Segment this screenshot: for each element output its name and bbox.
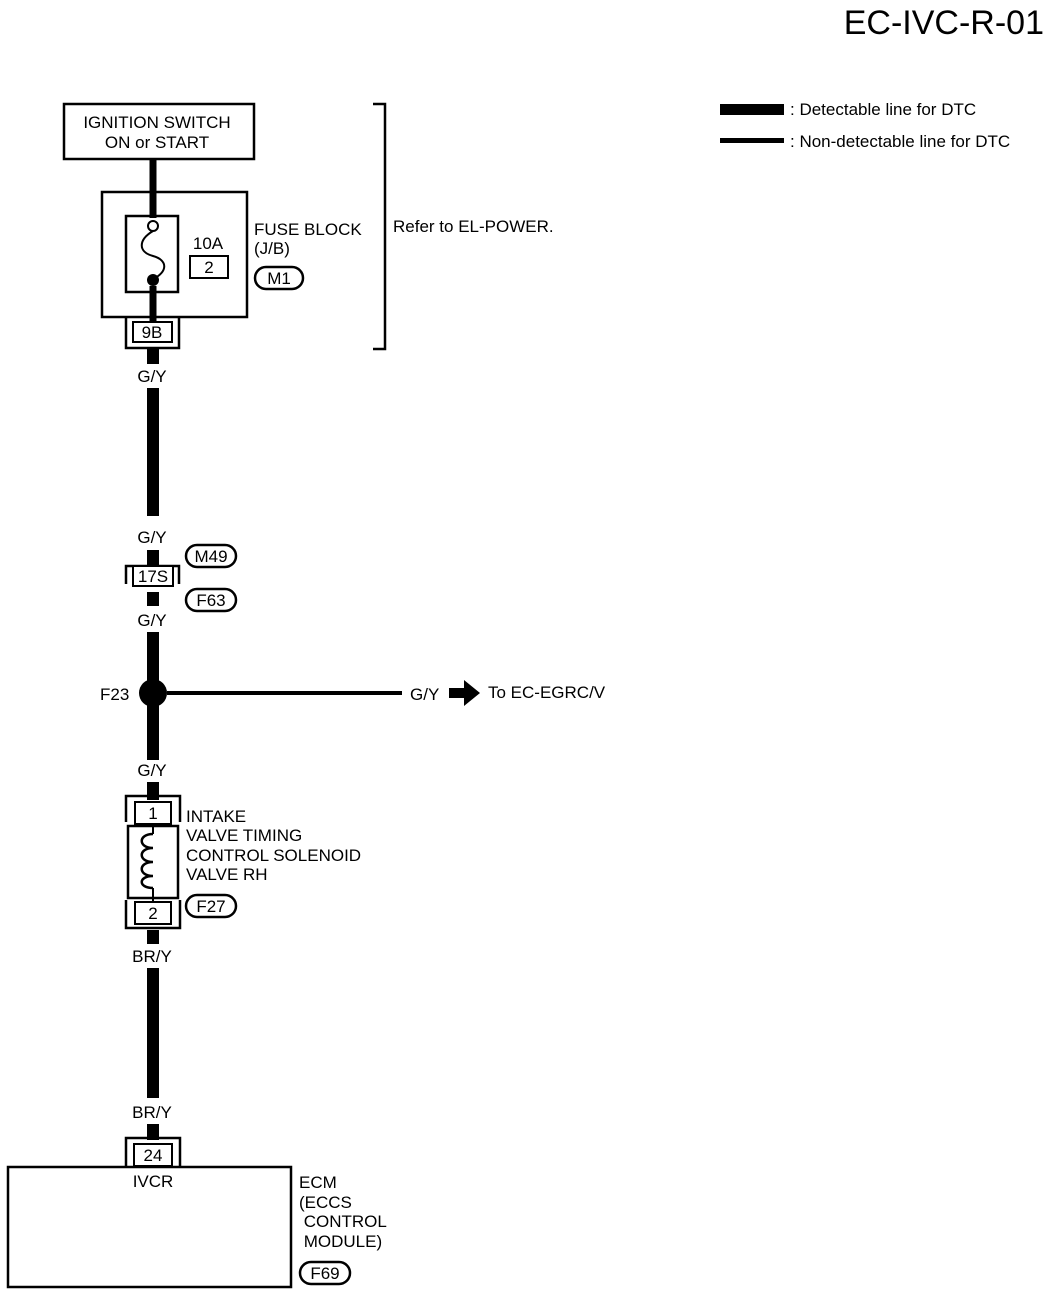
wire-label-w4: G/Y xyxy=(137,761,166,780)
fuse-icon xyxy=(140,230,166,280)
fuse-terminal-bottom xyxy=(147,274,159,286)
wire-label-w3: G/Y xyxy=(137,611,166,630)
refer-note: Refer to EL-POWER. xyxy=(393,217,554,236)
fuse-block: 10A 2 FUSE BLOCK (J/B) M1 9B xyxy=(100,190,362,350)
terminal-17s-box xyxy=(132,565,174,587)
terminal-9b-box xyxy=(132,321,173,343)
fuse-block-box xyxy=(100,190,249,319)
terminal-9b: 9B xyxy=(142,323,163,342)
solenoid-name-line2: VALVE TIMING xyxy=(186,826,302,845)
connector-f27-badge xyxy=(184,893,238,919)
legend-detectable-line xyxy=(720,104,784,115)
connector-f69-badge xyxy=(298,1260,352,1286)
coil-icon xyxy=(140,832,154,890)
ignition-switch-box xyxy=(62,102,256,161)
solenoid-valve: 1 2 INTAKE VALVE TIMING CONTROL SOLENOID… xyxy=(124,794,361,930)
fuse-number-box xyxy=(189,255,229,279)
fuse-block-connector: M1 xyxy=(267,269,291,288)
page-code: EC-IVC-R-01 xyxy=(844,4,1044,42)
refer-bracket-line xyxy=(373,102,387,351)
fuse-amp: 10A xyxy=(193,234,224,253)
ecm-terminal-bracket xyxy=(124,1136,182,1166)
branch-wire-label: G/Y xyxy=(410,685,439,704)
ignition-switch-line2: ON or START xyxy=(105,133,209,152)
solenoid-bottom-bracket xyxy=(124,900,182,930)
solenoid-pin2: 2 xyxy=(148,904,157,923)
connector-m49: M49 xyxy=(194,547,227,566)
solenoid-name-line4: VALVE RH xyxy=(186,865,268,884)
fuse-block-connector-badge xyxy=(253,265,305,291)
legend: : Detectable line for DTC : Non-detectab… xyxy=(720,100,1010,151)
fuse-block-sublabel: (J/B) xyxy=(254,239,290,258)
solenoid-pin2-box xyxy=(134,901,172,925)
wire-label-w5: BR/Y xyxy=(132,947,172,966)
ecm-box xyxy=(6,1165,293,1289)
junction-dot xyxy=(139,679,167,707)
ecm-terminal: 24 xyxy=(144,1146,163,1165)
fuse-terminal-top xyxy=(147,220,159,232)
wire-label-w6: BR/Y xyxy=(132,1103,172,1122)
ecm-label-line3: CONTROL xyxy=(299,1212,387,1231)
terminal-17s: 17S xyxy=(138,567,168,586)
branch-destination: To EC-EGRC/V xyxy=(488,683,606,702)
ecm: 24 IVCR ECM (ECCS CONTROL MODULE) F69 xyxy=(6,1136,387,1289)
ecm-label-line2: (ECCS xyxy=(299,1193,352,1212)
refer-bracket: Refer to EL-POWER. xyxy=(373,102,554,351)
connector-f27: F27 xyxy=(196,897,225,916)
solenoid-name-line1: INTAKE xyxy=(186,807,246,826)
connector-f69: F69 xyxy=(310,1264,339,1283)
fuse-number: 2 xyxy=(204,258,213,277)
junction-name: F23 xyxy=(100,685,129,704)
joint-connector: 17S M49 F63 xyxy=(124,543,238,613)
ecm-label-line4: MODULE) xyxy=(299,1232,382,1251)
ecm-label-line1: ECM xyxy=(299,1173,337,1192)
solenoid-top-bracket xyxy=(124,794,182,822)
wire-label-w2: G/Y xyxy=(137,528,166,547)
ignition-switch-line1: IGNITION SWITCH xyxy=(83,113,230,132)
junction-f23: F23 G/Y To EC-EGRC/V xyxy=(100,679,606,707)
legend-non-detectable-text: : Non-detectable line for DTC xyxy=(790,132,1010,151)
ecm-pin-name: IVCR xyxy=(133,1172,174,1191)
connector-f63: F63 xyxy=(196,591,225,610)
connector-m49-badge xyxy=(184,543,238,569)
ignition-switch: IGNITION SWITCH ON or START xyxy=(62,102,256,161)
arrow-right-icon xyxy=(449,680,480,706)
connector-f63-badge xyxy=(184,587,238,613)
legend-detectable-text: : Detectable line for DTC xyxy=(790,100,976,119)
solenoid-pin1: 1 xyxy=(148,804,157,823)
fuse-block-label: FUSE BLOCK xyxy=(254,220,362,239)
legend-non-detectable-line xyxy=(720,138,784,143)
wire-label-w1: G/Y xyxy=(137,367,166,386)
solenoid-name-line3: CONTROL SOLENOID xyxy=(186,846,361,865)
